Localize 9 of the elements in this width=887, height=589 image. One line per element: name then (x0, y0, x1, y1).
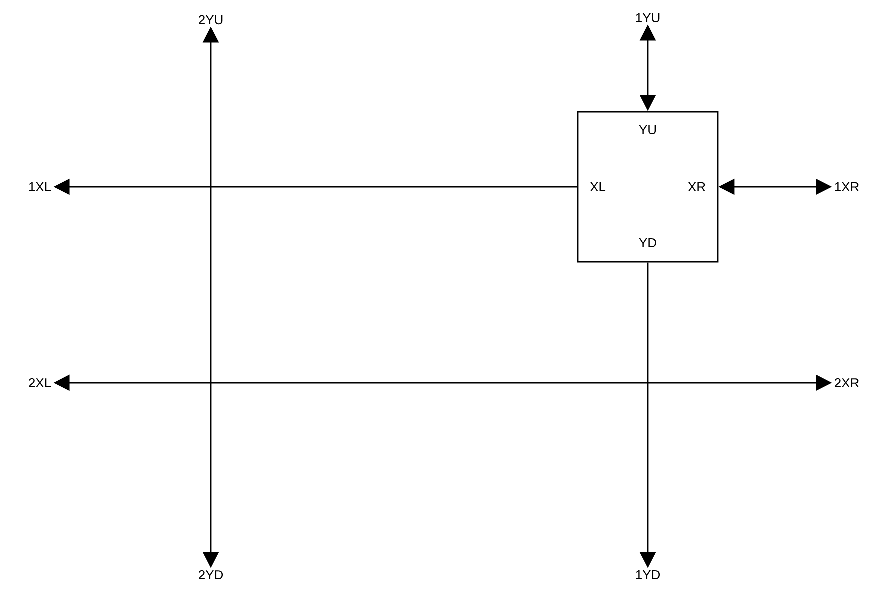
terminal-label: 1XR (835, 182, 860, 192)
terminal-label: 2YD (199, 570, 224, 580)
terminal-label: 2XL (29, 378, 52, 388)
terminal-label: 1YD (636, 570, 660, 580)
terminal-label: 2XR (835, 378, 860, 388)
terminal-label: 1XL (29, 182, 52, 192)
terminal-label: 1YU (636, 13, 660, 23)
terminal-label: 2YU (199, 15, 223, 25)
box: YU XL XR YD (577, 111, 719, 263)
